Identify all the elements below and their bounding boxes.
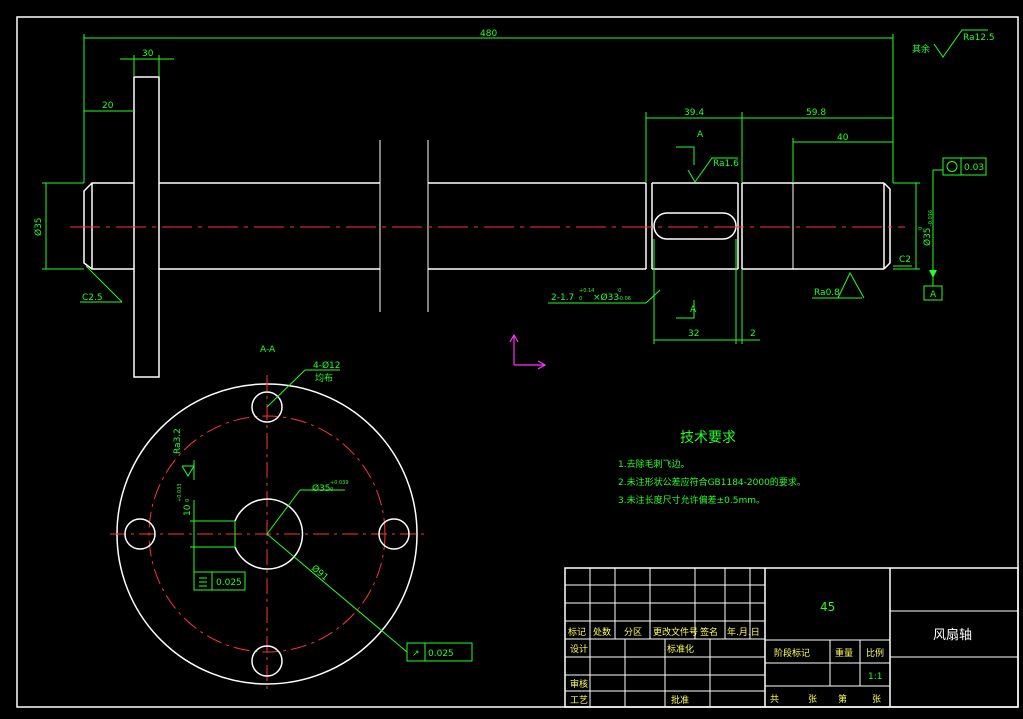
dim-right-diameter: Ø35 xyxy=(922,227,933,246)
dim-right-dia-tol-upper: 0 xyxy=(918,227,924,230)
tb-sheet-unit-2: 张 xyxy=(872,694,881,705)
ucs-icon xyxy=(509,333,547,370)
dim-overall-length: 480 xyxy=(480,29,497,39)
dim-chamfer-left: C2.5 xyxy=(82,293,103,303)
tb-review: 审核 xyxy=(570,678,588,690)
center-bore xyxy=(234,498,304,570)
dim-chamfer-right: C2 xyxy=(899,255,911,265)
tb-weight: 重量 xyxy=(835,647,853,659)
bolt-hole-bottom xyxy=(251,645,283,677)
surface-texts: 其余 Ra12.5 Ra1.6 Ra0.8 Ra3.2 xyxy=(173,33,995,454)
surface-general-ra: Ra12.5 xyxy=(963,33,995,43)
dim-key-tol-lower: 0 xyxy=(185,499,191,502)
surface-section-ra: Ra3.2 xyxy=(173,428,183,454)
keyway-slot xyxy=(653,212,737,240)
bolt-hole-top xyxy=(251,391,283,423)
tech-requirements: 技术要求 1.去除毛刺飞边。 2.未注形状公差应符合GB1184-2000的要求… xyxy=(618,430,806,506)
dimension-texts: 480 30 20 39.4 59.8 40 Ø35 C2.5 C2 32 2 … xyxy=(33,29,934,583)
dim-groove-dia-tol-upper: 0 xyxy=(618,288,621,294)
tb-col-zone: 分区 xyxy=(624,627,642,638)
dim-groove-tol-upper: +0.14 xyxy=(579,288,594,294)
tb-scale-value: 1:1 xyxy=(868,672,882,682)
dim-hole-note-sub: 均布 xyxy=(315,372,333,384)
section-labels: A-A A A xyxy=(260,130,704,355)
tb-col-sign: 签名 xyxy=(700,626,718,638)
tb-scale-label: 比例 xyxy=(866,647,884,659)
tol-runout: 0.025 xyxy=(428,649,454,659)
tolerance-texts: 0.03 0.025 0.025 A ↗ xyxy=(216,163,984,659)
dim-groove-tol-lower: 0 xyxy=(579,296,582,302)
dim-flange-width: 30 xyxy=(142,49,154,59)
bolt-hole-left xyxy=(124,518,156,550)
tb-col-mark: 标记 xyxy=(568,626,586,638)
tech-title: 技术要求 xyxy=(680,430,736,446)
dim-groove-width: 2 xyxy=(750,329,756,339)
tb-stage-mark: 阶段标记 xyxy=(774,647,810,659)
dim-bearing-length: 40 xyxy=(837,133,849,143)
dim-right-dia-tol-lower: -0.016 xyxy=(928,210,934,226)
surface-bearing-ra: Ra0.8 xyxy=(814,288,840,298)
tb-process: 工艺 xyxy=(570,695,588,706)
dim-groove-spec-prefix: 2-1.7 xyxy=(551,293,574,303)
tb-design: 设计 xyxy=(570,643,588,655)
dim-keyway-length: 32 xyxy=(688,329,699,339)
dim-bore-tol-upper: +0.039 xyxy=(330,480,349,486)
tb-sheet-unit-1: 张 xyxy=(808,694,817,705)
tb-part-name: 风扇轴 xyxy=(933,627,972,643)
section-view xyxy=(110,369,473,690)
title-block xyxy=(564,567,1019,708)
tol-runout-icon: ↗ xyxy=(412,649,420,659)
section-title: A-A xyxy=(260,345,276,355)
tb-sheet-label: 第 xyxy=(838,693,847,705)
tol-symmetry: 0.025 xyxy=(216,578,242,588)
drawing-border xyxy=(16,16,1019,708)
dim-flange-offset: 20 xyxy=(102,101,114,111)
tol-circularity: 0.03 xyxy=(964,163,984,173)
tb-col-doc: 更改文件号 xyxy=(653,626,698,638)
surface-keyway-ra: Ra1.6 xyxy=(713,159,739,169)
dim-groove-dia-tol-lower: -0.06 xyxy=(618,296,631,302)
dim-bore-tol-lower: 0 xyxy=(330,487,333,493)
dim-bore-diameter: Ø35 xyxy=(312,483,331,494)
tol-datum: A xyxy=(930,290,937,300)
tb-col-date: 年.月.日 xyxy=(727,626,760,638)
dim-pcd: Ø91 xyxy=(309,563,330,583)
tb-col-count: 处数 xyxy=(593,626,611,638)
tb-total-sheets: 共 xyxy=(770,694,779,705)
dim-left-diameter: Ø35 xyxy=(33,217,44,236)
cut-mark-bottom: A xyxy=(690,305,697,315)
dim-keyway-position: 39.4 xyxy=(684,108,704,118)
dim-right-segment: 59.8 xyxy=(806,108,826,118)
tb-approve: 批准 xyxy=(671,694,689,706)
main-dimensions xyxy=(42,29,988,477)
tb-material: 45 xyxy=(820,600,835,614)
dim-key-tol-upper: +0.033 xyxy=(177,483,183,502)
bolt-hole-right xyxy=(378,518,410,550)
dim-groove-spec-mid: ×Ø33 xyxy=(593,292,619,303)
dim-hole-note: 4-Ø12 xyxy=(313,360,341,371)
title-block-texts: 45 风扇轴 标记 处数 分区 更改文件号 签名 年.月.日 设计 标准化 审核… xyxy=(568,600,972,706)
cut-mark-top: A xyxy=(697,130,704,140)
surface-general-label: 其余 xyxy=(912,43,930,55)
tech-item-3: 3.未注长度尺寸允许偏差±0.5mm。 xyxy=(618,494,765,506)
dim-key-width: 10 xyxy=(183,504,193,516)
tech-item-1: 1.去除毛刺飞边。 xyxy=(618,458,690,470)
tb-standardize: 标准化 xyxy=(667,643,694,655)
tech-item-2: 2.未注形状公差应符合GB1184-2000的要求。 xyxy=(618,476,806,488)
